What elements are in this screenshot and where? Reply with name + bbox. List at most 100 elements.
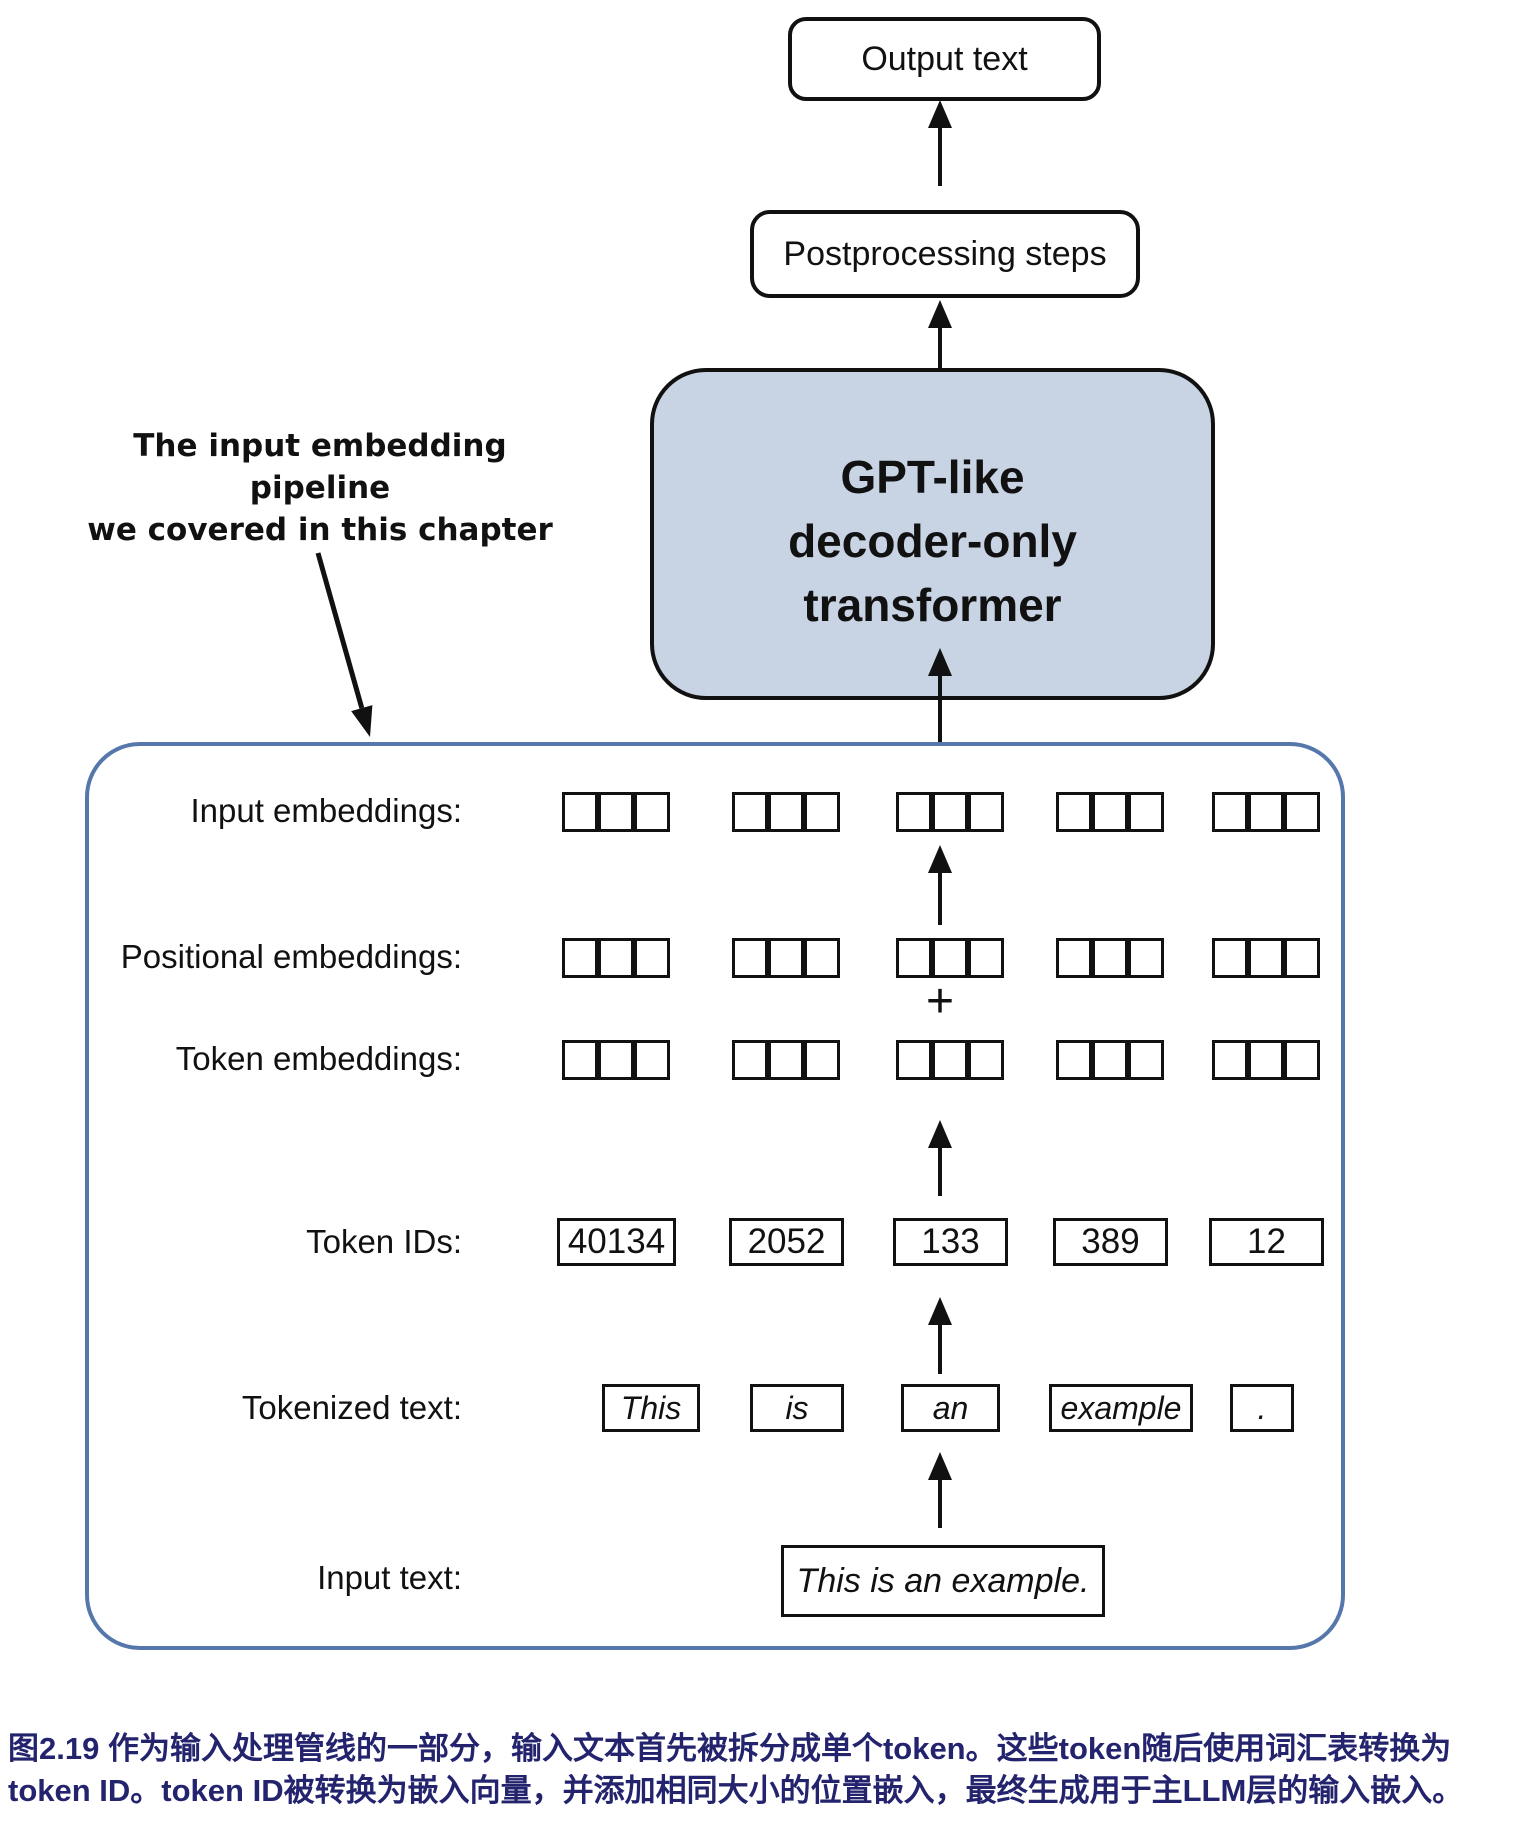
- output-text-box: Output text: [788, 17, 1101, 101]
- arrowhead-icon: [928, 1452, 952, 1480]
- embedding-cell: [1248, 792, 1284, 832]
- embedding-cell: [598, 1040, 634, 1080]
- embedding-pipeline-container: [85, 742, 1345, 1650]
- embedding-cell: [562, 938, 598, 978]
- arrow-postprocessing-to-output: [928, 100, 952, 186]
- embedding-cell: [968, 1040, 1004, 1080]
- embedding-cell: [634, 1040, 670, 1080]
- embedding-cell: [1128, 938, 1164, 978]
- embedding-cell: [1212, 792, 1248, 832]
- embedding-cell: [1056, 792, 1092, 832]
- embedding-cell: [634, 792, 670, 832]
- tokenized-text-label: Tokenized text:: [241, 1389, 462, 1426]
- embedding-cell: [1128, 792, 1164, 832]
- embedding-cell: [598, 792, 634, 832]
- caption-line2: token ID。token ID被转换为嵌入向量，并添加相同大小的位置嵌入，最…: [8, 1773, 1464, 1808]
- token-embeddings-group: [1056, 1040, 1164, 1080]
- gpt-box-line1: GPT-like: [840, 451, 1025, 503]
- arrowhead-icon: [928, 1297, 952, 1325]
- token-embeddings-group: [1212, 1040, 1320, 1080]
- token-box: .: [1230, 1384, 1294, 1432]
- token-embeddings-label: Token embeddings:: [175, 1040, 462, 1077]
- token-id-box: 40134: [557, 1218, 676, 1266]
- embedding-cell: [932, 792, 968, 832]
- token-embeddings-group: [896, 1040, 1004, 1080]
- arrow-embeddings-to-gpt: [928, 648, 952, 785]
- token-ids-row: 40134 2052 133 389 12: [0, 1218, 1514, 1266]
- arrow-tokenids-to-tokenembeddings: [928, 1120, 952, 1196]
- annotation-line1: The input embedding pipeline: [133, 428, 507, 506]
- input-embeddings-group: [1056, 792, 1164, 832]
- input-text-value: This is an example.: [796, 1561, 1090, 1600]
- arrowhead-icon: [928, 300, 952, 328]
- embedding-cell: [562, 1040, 598, 1080]
- embedding-cell: [932, 1040, 968, 1080]
- gpt-transformer-box: GPT-like decoder-only transformer: [650, 368, 1215, 700]
- annotation-arrow: [315, 552, 373, 737]
- annotation-note: The input embedding pipeline we covered …: [60, 425, 580, 551]
- positional-embeddings-group: [896, 938, 1004, 978]
- embedding-cell: [896, 792, 932, 832]
- plus-sign: +: [925, 975, 955, 1028]
- arrow-to-input-embeddings: [928, 845, 952, 925]
- embedding-cell: [1248, 938, 1284, 978]
- embedding-cell: [1212, 1040, 1248, 1080]
- embedding-cell: [932, 938, 968, 978]
- token-id-box: 2052: [729, 1218, 844, 1266]
- positional-embeddings-group: [1056, 938, 1164, 978]
- embedding-cell: [768, 792, 804, 832]
- embedding-cell: [1128, 1040, 1164, 1080]
- embedding-cell: [968, 792, 1004, 832]
- arrow-tokenized-to-tokenids: [928, 1297, 952, 1374]
- token-id-box: 133: [893, 1218, 1008, 1266]
- annotation-line2: we covered in this chapter: [87, 512, 553, 548]
- embedding-cell: [1284, 1040, 1320, 1080]
- token-box: an: [901, 1384, 1000, 1432]
- embedding-cell: [804, 938, 840, 978]
- input-embeddings-group: [896, 792, 1004, 832]
- token-id-box: 12: [1209, 1218, 1324, 1266]
- embedding-cell: [896, 938, 932, 978]
- postprocessing-box: Postprocessing steps: [750, 210, 1140, 298]
- gpt-box-line2: decoder-only: [788, 515, 1077, 567]
- embedding-cell: [1056, 938, 1092, 978]
- gpt-box-line3: transformer: [803, 579, 1062, 631]
- embedding-cell: [1092, 938, 1128, 978]
- embedding-cell: [768, 1040, 804, 1080]
- postprocessing-label: Postprocessing steps: [783, 234, 1107, 273]
- embedding-cell: [732, 1040, 768, 1080]
- arrow-inputtext-to-tokenized: [928, 1452, 952, 1528]
- embedding-cell: [1284, 792, 1320, 832]
- embedding-cell: [1092, 1040, 1128, 1080]
- token-embeddings-group: [562, 1040, 670, 1080]
- token-embeddings-group: [732, 1040, 840, 1080]
- embedding-cell: [598, 938, 634, 978]
- token-box: This: [602, 1384, 700, 1432]
- embedding-cell: [562, 792, 598, 832]
- input-embeddings-label: Input embeddings:: [190, 792, 462, 829]
- embedding-cell: [1212, 938, 1248, 978]
- positional-embeddings-group: [562, 938, 670, 978]
- input-embeddings-group: [732, 792, 840, 832]
- embedding-cell: [732, 792, 768, 832]
- embedding-cell: [896, 1040, 932, 1080]
- token-ids-label: Token IDs:: [306, 1223, 462, 1260]
- arrowhead-icon: [928, 100, 952, 128]
- embedding-cell: [804, 792, 840, 832]
- embedding-cell: [1092, 792, 1128, 832]
- positional-embeddings-label: Positional embeddings:: [120, 938, 462, 975]
- embedding-cell: [804, 1040, 840, 1080]
- embedding-cell: [1284, 938, 1320, 978]
- arrowhead-icon: [928, 845, 952, 873]
- positional-embeddings-group: [1212, 938, 1320, 978]
- embedding-cell: [634, 938, 670, 978]
- embedding-cell: [968, 938, 1004, 978]
- token-box: example: [1049, 1384, 1193, 1432]
- positional-embeddings-group: [732, 938, 840, 978]
- caption-line1: 图2.19 作为输入处理管线的一部分，输入文本首先被拆分成单个token。这些t…: [8, 1731, 1452, 1766]
- input-embeddings-group: [1212, 792, 1320, 832]
- token-id-box: 389: [1053, 1218, 1168, 1266]
- embedding-cell: [732, 938, 768, 978]
